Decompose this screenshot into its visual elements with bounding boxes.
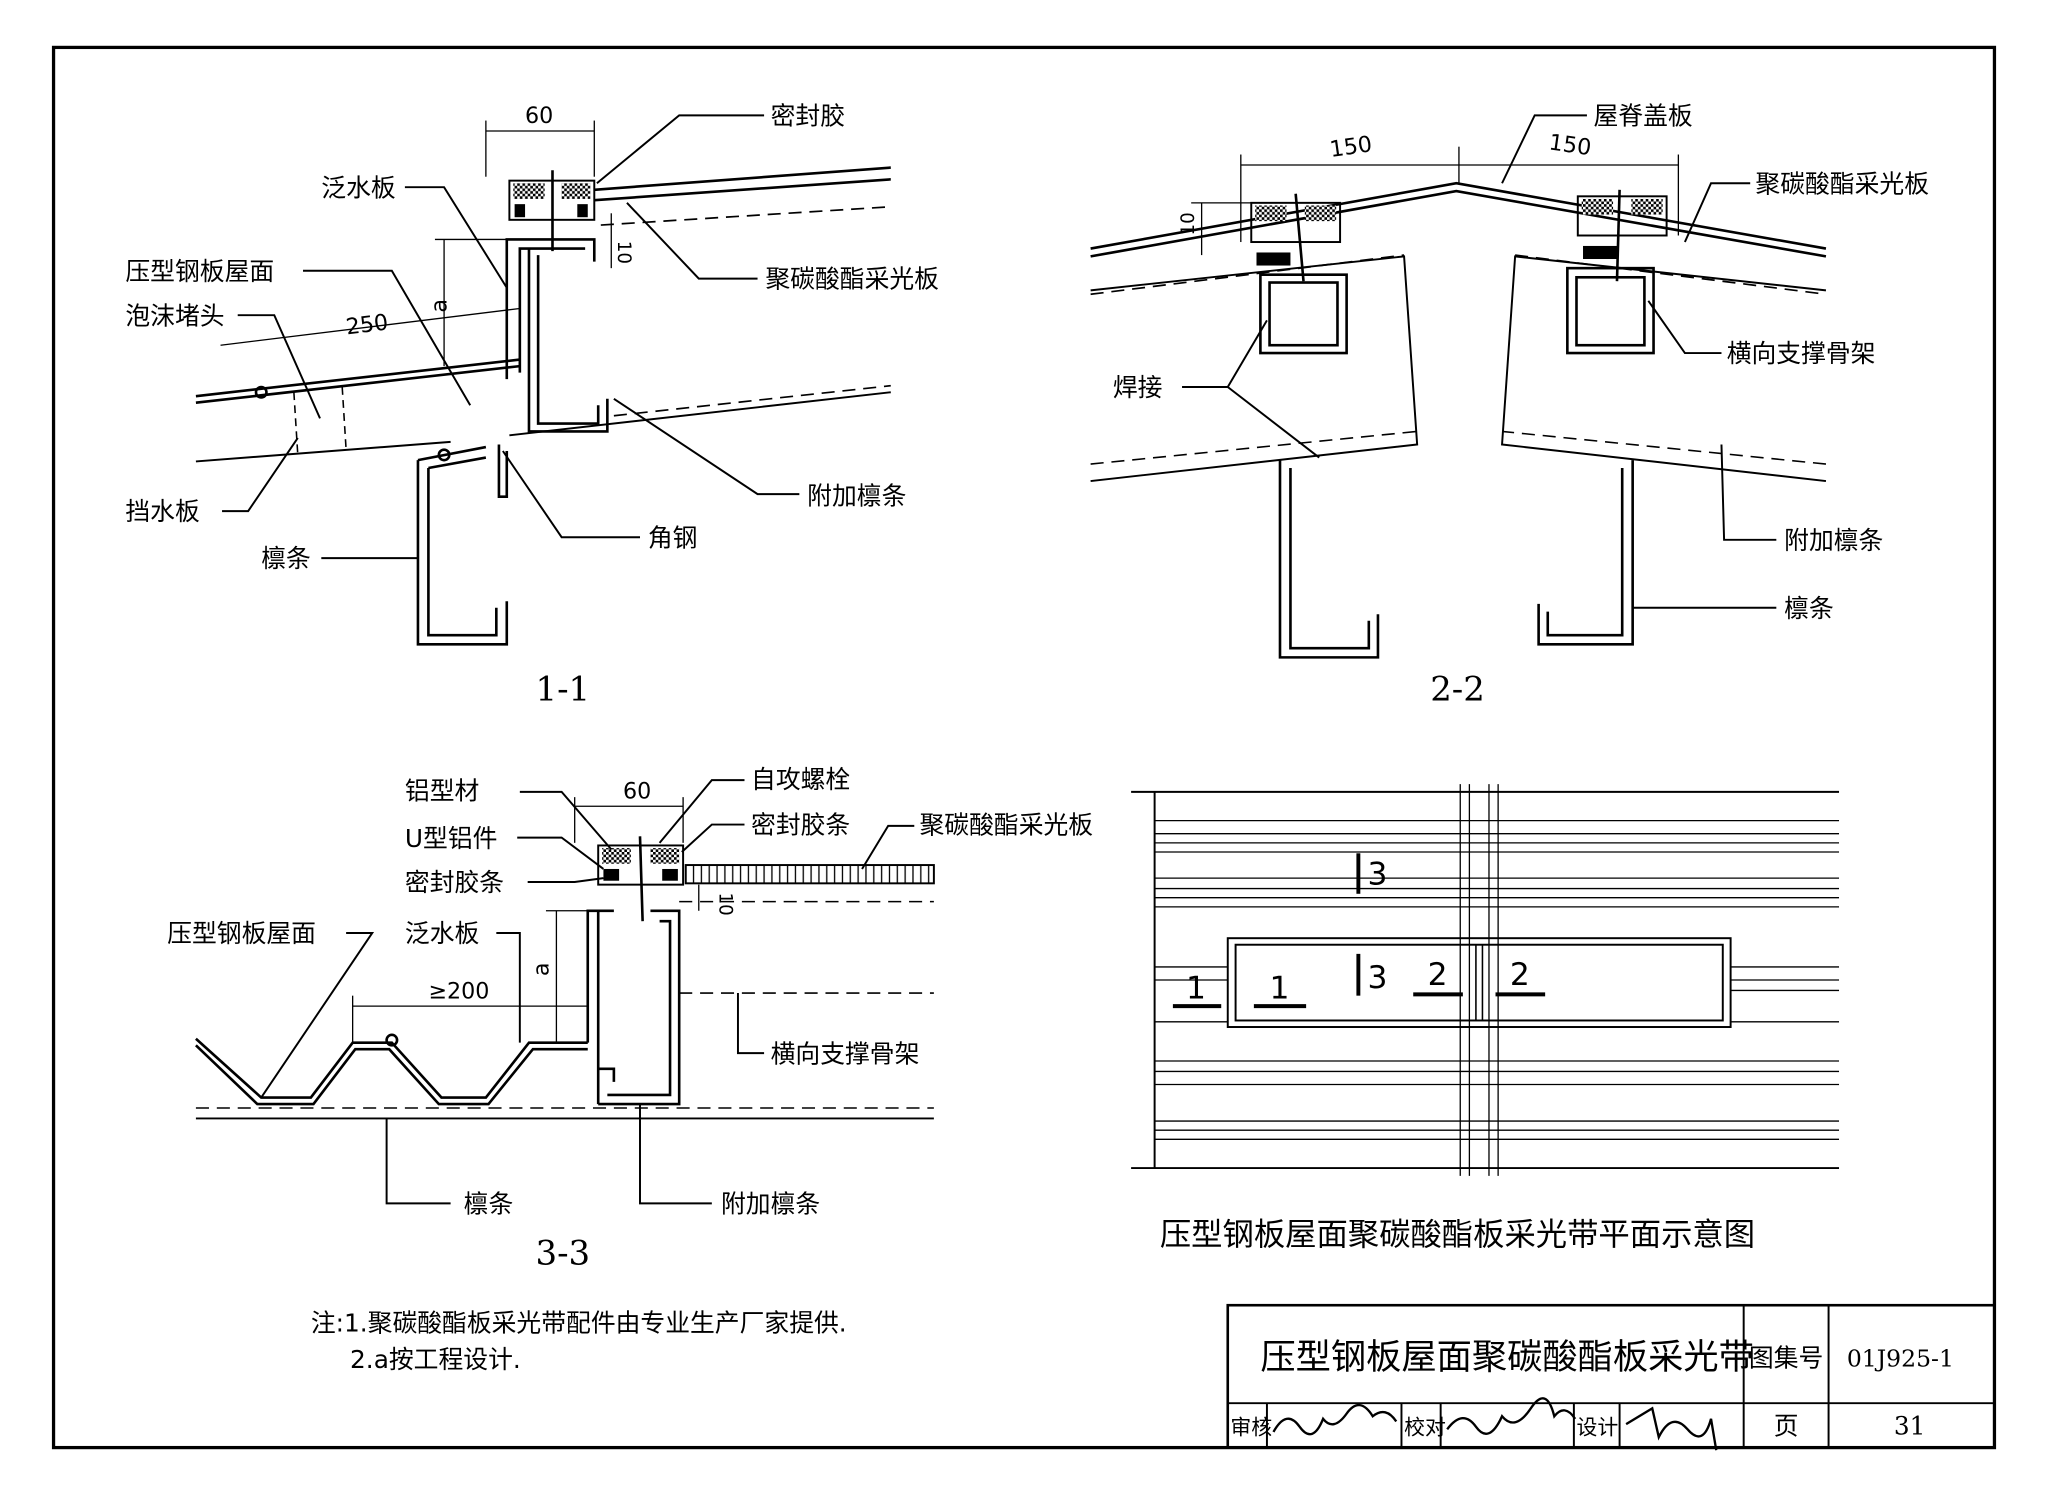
s1-dim-10: 10 xyxy=(613,241,634,264)
section-2-2-text: 150 150 10 屋脊盖板 聚碳酸酯采光板 横向支撑骨架 焊接 附加檩条 檩… xyxy=(1113,101,1929,709)
note-line-1: 注:1.聚碳酸酯板采光带配件由专业生产厂家提供. xyxy=(311,1308,847,1337)
plan-view xyxy=(1131,784,1840,1176)
note-line-2: 2.a按工程设计. xyxy=(350,1345,521,1374)
s2-label-cross-frame: 横向支撑骨架 xyxy=(1727,339,1876,368)
s1-dim-250: 250 xyxy=(344,309,389,340)
plan-marker-1a: 1 xyxy=(1186,970,1206,1006)
plan-marker-3a: 3 xyxy=(1368,857,1388,893)
s3-dim-60: 60 xyxy=(623,778,651,804)
s2-label-ridge-cover: 屋脊盖板 xyxy=(1593,101,1692,130)
s3-dim-min-200: ≥200 xyxy=(428,978,489,1004)
section-1-1-text: 60 250 10 a 密封胶 泛水板 压型钢板屋面 泡沫堵头 聚碳酸酯采光板 … xyxy=(125,101,939,709)
s1-title: 1-1 xyxy=(536,669,591,709)
s2-dim-150-left: 150 xyxy=(1328,131,1374,163)
s3-label-aluminum-profile: 铝型材 xyxy=(405,777,479,806)
plan-caption: 压型钢板屋面聚碳酸酯板采光带平面示意图 xyxy=(1160,1217,1755,1253)
title-block-text: 压型钢板屋面聚碳酸酯板采光带 图集号 01J925-1 审核 校对 设计 页 3… xyxy=(1230,1337,1954,1440)
s1-dim-a: a xyxy=(427,299,453,313)
s1-label-flashing: 泛水板 xyxy=(321,173,395,202)
s1-label-water-stop: 挡水板 xyxy=(125,497,199,526)
section-3-3 xyxy=(195,779,935,1205)
s3-title: 3-3 xyxy=(536,1234,591,1274)
s1-label-sealant: 密封胶 xyxy=(771,101,845,130)
s3-label-extra-purlin: 附加檩条 xyxy=(721,1189,820,1218)
s3-label-purlin: 檩条 xyxy=(464,1189,514,1218)
section-1-1 xyxy=(195,114,891,646)
s2-dim-150-right: 150 xyxy=(1547,129,1593,161)
atlas-label: 图集号 xyxy=(1749,1344,1823,1373)
s3-dim-a: a xyxy=(529,962,555,976)
s1-dim-60: 60 xyxy=(525,103,553,129)
review-label: 审核 xyxy=(1230,1416,1272,1440)
s2-label-extra-purlin: 附加檩条 xyxy=(1784,526,1883,555)
check-signature xyxy=(1446,1397,1577,1435)
s3-label-flashing: 泛水板 xyxy=(405,919,479,948)
plan-marker-1b: 1 xyxy=(1270,970,1290,1006)
s1-label-steel-roof: 压型钢板屋面 xyxy=(125,257,274,286)
section-2-2 xyxy=(1090,114,1827,659)
s2-dim-10: 10 xyxy=(1178,212,1199,235)
s1-label-foam-plug: 泡沫堵头 xyxy=(125,301,224,330)
review-signature xyxy=(1272,1403,1398,1436)
design-label: 设计 xyxy=(1576,1416,1618,1440)
check-label: 校对 xyxy=(1404,1416,1446,1440)
s2-label-weld: 焊接 xyxy=(1113,373,1163,402)
plan-marker-2a: 2 xyxy=(1428,957,1448,993)
s3-label-sealant-strip-right: 密封胶条 xyxy=(751,811,850,840)
s1-label-pc-panel: 聚碳酸酯采光板 xyxy=(765,265,939,294)
page-number: 31 xyxy=(1894,1412,1926,1441)
s1-label-angle-steel: 角钢 xyxy=(648,523,698,552)
s3-label-steel-roof: 压型钢板屋面 xyxy=(167,919,316,948)
section-3-3-text: 60 10 ≥200 a 铝型材 U型铝件 密封胶条 自攻螺栓 密封胶条 聚碳酸… xyxy=(167,765,1093,1274)
title-block xyxy=(1226,1303,1996,1451)
s1-label-extra-purlin: 附加檩条 xyxy=(807,482,906,511)
s2-title: 2-2 xyxy=(1430,669,1485,709)
plan-marker-2b: 2 xyxy=(1510,957,1530,993)
s3-label-u-aluminum: U型铝件 xyxy=(405,824,498,853)
sheet-border xyxy=(51,45,1997,1450)
s3-label-sealant-strip-left: 密封胶条 xyxy=(405,868,504,897)
page-label: 页 xyxy=(1774,1412,1799,1441)
plan-marker-3b: 3 xyxy=(1368,960,1388,996)
s2-label-purlin: 檩条 xyxy=(1784,594,1834,623)
s3-label-self-tapping-bolt: 自攻螺栓 xyxy=(751,765,850,794)
s2-label-pc-panel: 聚碳酸酯采光板 xyxy=(1755,169,1929,198)
title-block-title: 压型钢板屋面聚碳酸酯板采光带 xyxy=(1260,1337,1754,1378)
atlas-number: 01J925-1 xyxy=(1847,1345,1954,1373)
s3-dim-10: 10 xyxy=(715,892,736,915)
design-signature xyxy=(1625,1406,1718,1451)
plan-view-text: 1 1 3 3 2 2 xyxy=(1186,857,1530,1007)
s1-label-purlin: 檩条 xyxy=(261,544,311,573)
s3-label-cross-frame: 横向支撑骨架 xyxy=(771,1039,920,1068)
s3-label-pc-panel: 聚碳酸酯采光板 xyxy=(920,811,1094,840)
